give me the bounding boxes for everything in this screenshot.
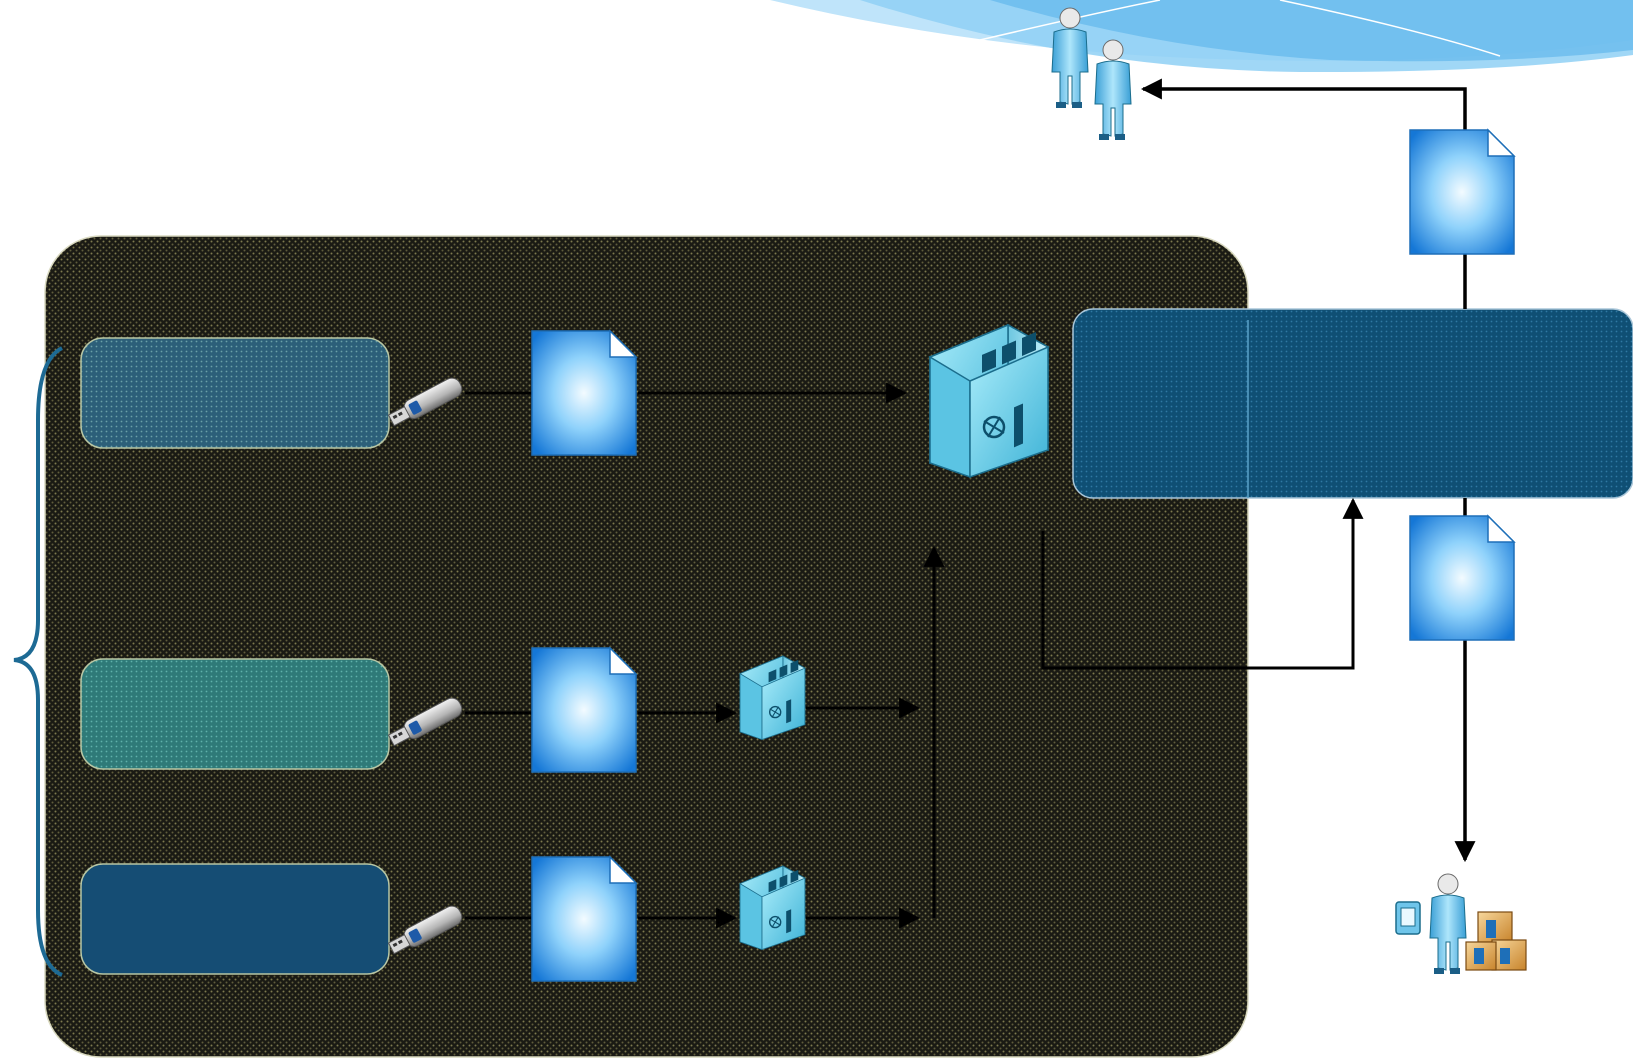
decorative-wave: [770, 0, 1633, 73]
source-box-top: [80, 337, 390, 449]
document-icon: [531, 647, 637, 773]
integration-band: [1072, 308, 1633, 499]
document-icon: [531, 856, 637, 982]
server-to-band-arrow: [1041, 497, 1364, 670]
document-icon: [1409, 515, 1515, 641]
document-icon: [531, 330, 637, 456]
source-box-middle: [80, 658, 390, 770]
document-icon: [1409, 129, 1515, 255]
source-group-brace: [13, 346, 64, 977]
storage-boxes-icon: [1465, 911, 1527, 971]
user-with-data-icon: [1395, 873, 1527, 975]
source-box-bottom: [80, 863, 390, 975]
